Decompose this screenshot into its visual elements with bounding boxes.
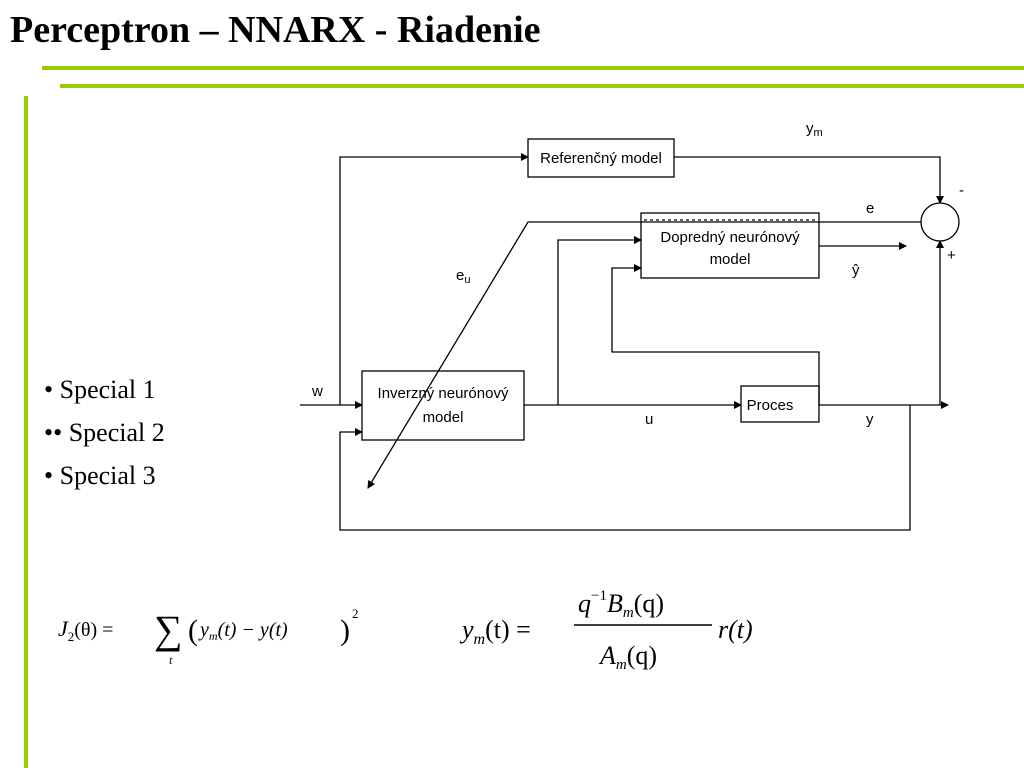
title-underline-bar-top xyxy=(42,66,1024,70)
ym-line xyxy=(674,156,944,204)
junction-minus-label: - xyxy=(959,182,964,199)
signal-ym-label: ym xyxy=(806,120,823,139)
svg-text:J2(θ) =: J2(θ) = xyxy=(58,616,113,644)
bullet-item: • Special 1 xyxy=(44,375,156,404)
process-to-forward-nn-line xyxy=(611,264,820,405)
signal-w-label: w xyxy=(311,383,323,400)
summing-junction xyxy=(920,202,960,242)
forward-nn-label-line1: Dopredný neurónový xyxy=(660,229,800,246)
svg-text:(: ( xyxy=(188,614,198,647)
signal-eu-label: eu xyxy=(456,267,470,286)
inverse-nn-label-line2: model xyxy=(423,409,464,426)
svg-text:ym(t) =: ym(t) = xyxy=(459,615,531,648)
svg-text:): ) xyxy=(340,614,350,647)
w-to-reference-line xyxy=(339,153,529,405)
signal-u-label: u xyxy=(645,411,653,428)
forward-nn-label-line2: model xyxy=(710,251,751,268)
inverse-nn-label-line1: Inverzný neurónový xyxy=(378,385,509,402)
reference-model-label: Referenčný model xyxy=(540,150,662,167)
bullet-item: •• Special 2 xyxy=(44,418,165,447)
equation-j2: J2(θ) = ∑ t ( ym(t) − y(t) ) 2 xyxy=(58,606,359,667)
slide-title: Perceptron – NNARX - Riadenie xyxy=(10,9,541,51)
svg-text:ym(t) − y(t): ym(t) − y(t) xyxy=(198,619,288,643)
svg-text:t: t xyxy=(169,653,173,667)
title-underline-bar-bottom xyxy=(60,84,1024,88)
svg-text:2: 2 xyxy=(352,606,359,621)
equation-ym-transfer-function: ym(t) = q−1Bm(q) Am(q) r(t) xyxy=(459,588,753,673)
svg-text:r(t): r(t) xyxy=(718,615,753,644)
bullet-list: • Special 1 •• Special 2 • Special 3 xyxy=(44,368,165,497)
bullet-item: • Special 3 xyxy=(44,461,156,490)
left-accent-bar xyxy=(24,96,28,768)
signal-yhat-label: ŷ xyxy=(852,262,860,279)
signal-y-label: y xyxy=(866,411,874,428)
process-label: Proces xyxy=(747,397,794,414)
error-e-line xyxy=(367,221,921,489)
svg-text:∑: ∑ xyxy=(154,607,183,652)
svg-text:Am(q): Am(q) xyxy=(598,641,657,673)
signal-e-label: e xyxy=(866,200,874,217)
inverse-nn-block xyxy=(361,370,525,441)
junction-plus-label: + xyxy=(947,247,956,264)
svg-text:q−1Bm(q): q−1Bm(q) xyxy=(578,588,664,621)
y-feedback-line xyxy=(339,405,911,531)
u-to-forward-nn-line xyxy=(557,236,642,405)
